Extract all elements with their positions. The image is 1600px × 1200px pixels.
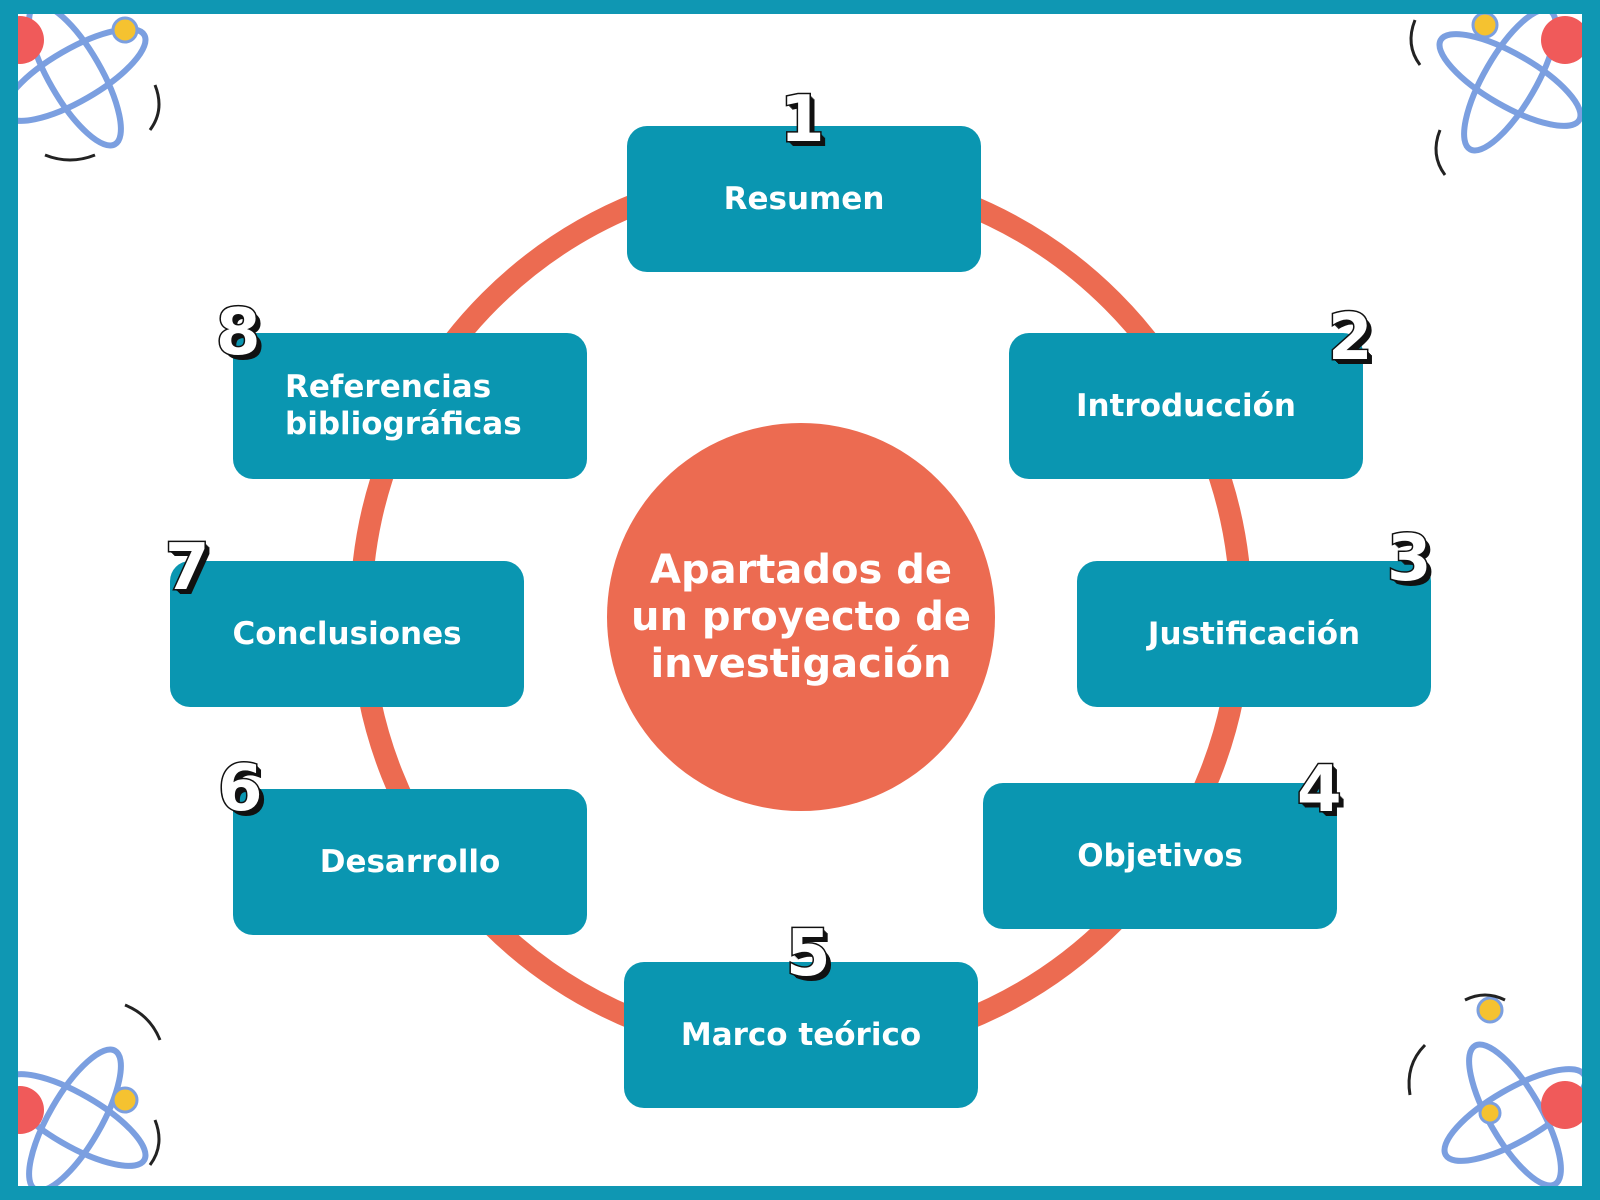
step-box-referencias: Referencias bibliográficas xyxy=(233,333,587,479)
step-label: Referencias bibliográficas xyxy=(285,369,522,442)
step-number-badge: 5 xyxy=(785,917,833,991)
step-number-badge: 3 xyxy=(1386,522,1434,596)
step-label: Introducción xyxy=(1075,387,1296,424)
step-box-resumen: Resumen xyxy=(627,126,981,272)
step-box-objetivos: Objetivos xyxy=(983,783,1337,929)
atom-icon xyxy=(1407,993,1589,1189)
step-box-justificacion: Justificación xyxy=(1077,561,1431,707)
atom-icon xyxy=(0,1003,162,1194)
step-label: Desarrollo xyxy=(319,843,501,880)
atom-icon xyxy=(1409,6,1589,176)
step-number-badge: 8 xyxy=(215,296,263,370)
step-number-badge: 2 xyxy=(1327,301,1375,375)
step-number-badge: 6 xyxy=(217,752,265,826)
step-label: Resumen xyxy=(723,180,885,217)
step-label: Justificación xyxy=(1147,615,1361,652)
center-topic-circle: Apartados de un proyecto de investigació… xyxy=(607,423,995,811)
atom-icon xyxy=(0,1,161,162)
step-label: Conclusiones xyxy=(232,615,462,652)
step-number-badge: 7 xyxy=(164,531,212,605)
step-label: Marco teórico xyxy=(680,1016,922,1053)
step-box-conclusiones: Conclusiones xyxy=(170,561,524,707)
step-box-introduccion: Introducción xyxy=(1009,333,1363,479)
step-number-badge: 1 xyxy=(779,83,827,157)
center-title: Apartados de un proyecto de investigació… xyxy=(631,546,971,687)
step-box-marco-teorico: Marco teórico xyxy=(624,962,978,1108)
step-number-badge: 4 xyxy=(1296,753,1344,827)
step-box-desarrollo: Desarrollo xyxy=(233,789,587,935)
step-label: Objetivos xyxy=(1077,837,1243,874)
